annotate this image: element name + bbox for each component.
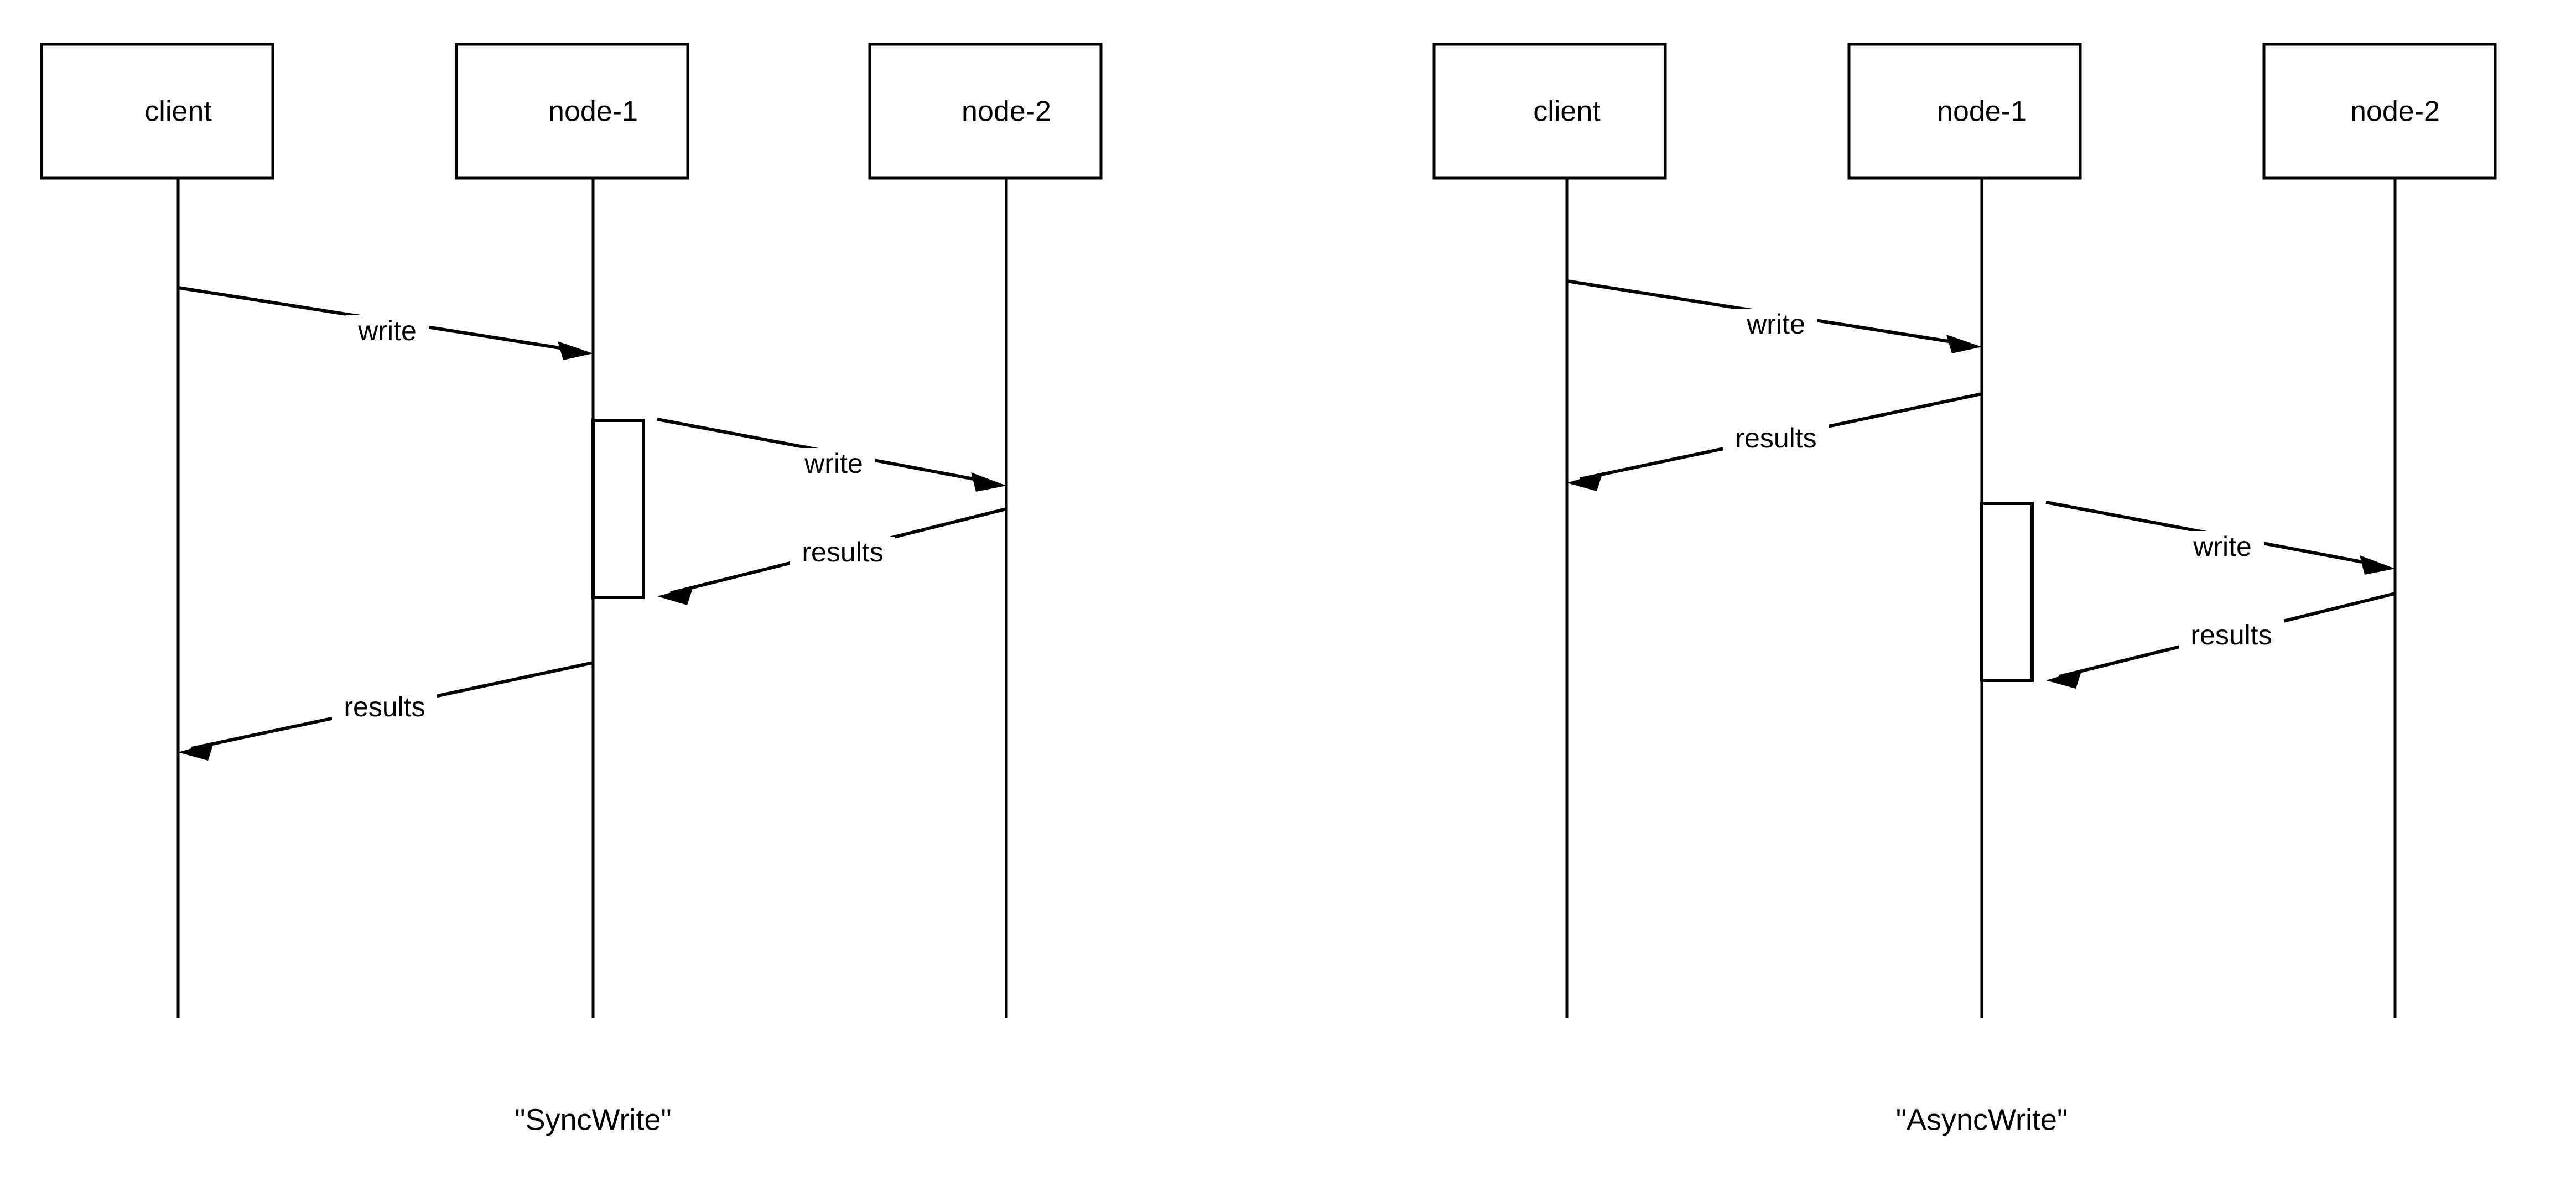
diagram-caption: "SyncWrite" [515,1103,671,1136]
message-write-node1-to-node2: write [657,418,1006,492]
message-label: write [1746,309,1805,340]
participant-box[interactable] [1432,43,1667,180]
participant-client[interactable]: client [40,43,274,180]
diagram-sync-write: client node-1 node-2 write [40,43,1103,1136]
arrow-head-icon [558,341,593,360]
message-write-node1-to-node2: write [2045,501,2395,575]
activation-bar-node-1 [591,419,645,599]
participant-box[interactable] [1847,43,2082,180]
participant-node-2[interactable]: node-2 [868,43,1103,180]
participant-label: node-1 [548,96,638,128]
message-label: write [804,448,863,479]
message-label-backdrop [346,315,429,350]
message-label-backdrop [2181,531,2264,565]
arrow-head-icon [178,742,214,761]
message-results-node1-to-client: results [178,661,594,761]
message-results-node2-to-node1: results [2046,592,2396,689]
message-label-backdrop [2179,620,2284,654]
message-label: write [357,315,417,346]
message-results-node1-to-client: results [1567,392,1982,491]
message-label: results [802,537,883,568]
participant-label: node-2 [2350,96,2440,128]
message-label-backdrop [1723,423,1829,457]
participant-box[interactable] [868,43,1103,180]
activation-bar-node-1 [1980,502,2034,682]
message-label-backdrop [1734,309,1817,343]
participant-client[interactable]: client [1432,43,1667,180]
message-label-backdrop [332,691,437,726]
participant-box[interactable] [40,43,274,180]
message-label: results [1735,423,1816,454]
message-label-backdrop [792,448,875,482]
arrow-head-icon [1567,472,1603,491]
participant-box[interactable] [455,43,689,180]
participant-label: client [144,96,212,128]
participant-node-1[interactable]: node-1 [1847,43,2082,180]
arrow-head-icon [2360,555,2395,575]
message-label: results [344,691,425,722]
participant-node-1[interactable]: node-1 [455,43,689,180]
message-write-client-to-node1: write [1566,279,1982,353]
arrow-head-icon [1946,335,1982,353]
message-label: results [2190,620,2272,650]
participant-label: node-2 [962,96,1051,128]
message-label: write [2193,531,2252,562]
participant-node-2[interactable]: node-2 [2262,43,2497,180]
arrow-head-icon [971,472,1006,492]
message-results-node2-to-node1: results [657,507,1007,605]
participant-label: client [1533,96,1601,128]
arrow-head-icon [2046,670,2082,689]
message-label-backdrop [790,537,895,571]
diagram-caption: "AsyncWrite" [1896,1103,2068,1136]
participant-label: node-1 [1937,96,2027,128]
participant-box[interactable] [2262,43,2497,180]
diagram-async-write: client node-1 node-2 write [1432,43,2497,1136]
arrow-head-icon [657,586,693,605]
message-write-client-to-node1: write [178,286,593,360]
